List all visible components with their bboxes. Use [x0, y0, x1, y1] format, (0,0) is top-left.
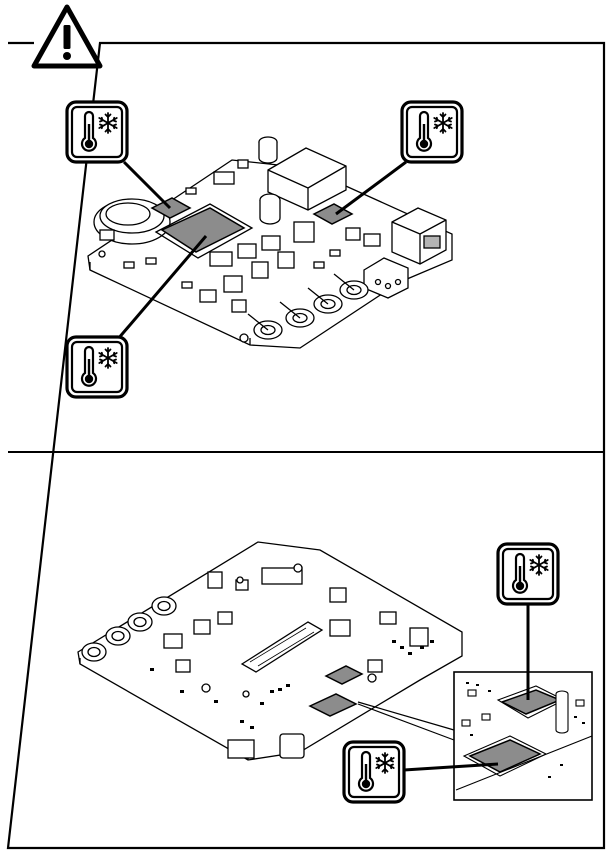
bottom-board — [77, 541, 463, 761]
thermometer-snowflake-icon — [342, 740, 406, 804]
thermometer-snowflake-icon — [400, 100, 464, 164]
bottom-chip-pad-2 — [324, 665, 364, 685]
top-main-chip-pad — [160, 207, 246, 253]
warning-triangle-icon — [31, 4, 103, 69]
top-callouts — [65, 100, 464, 399]
outer-frame — [6, 41, 606, 850]
bottom-chip-pad-1 — [308, 693, 358, 717]
detail-inset — [357, 671, 593, 801]
callout-leader-lines — [403, 604, 530, 772]
inset-pointer-lines — [357, 701, 455, 741]
bottom-callouts — [342, 542, 560, 804]
thermometer-snowflake-icon — [496, 542, 560, 606]
thermometer-snowflake-icon — [65, 335, 129, 399]
top-board — [87, 136, 453, 349]
thermometer-snowflake-icon — [65, 100, 129, 164]
